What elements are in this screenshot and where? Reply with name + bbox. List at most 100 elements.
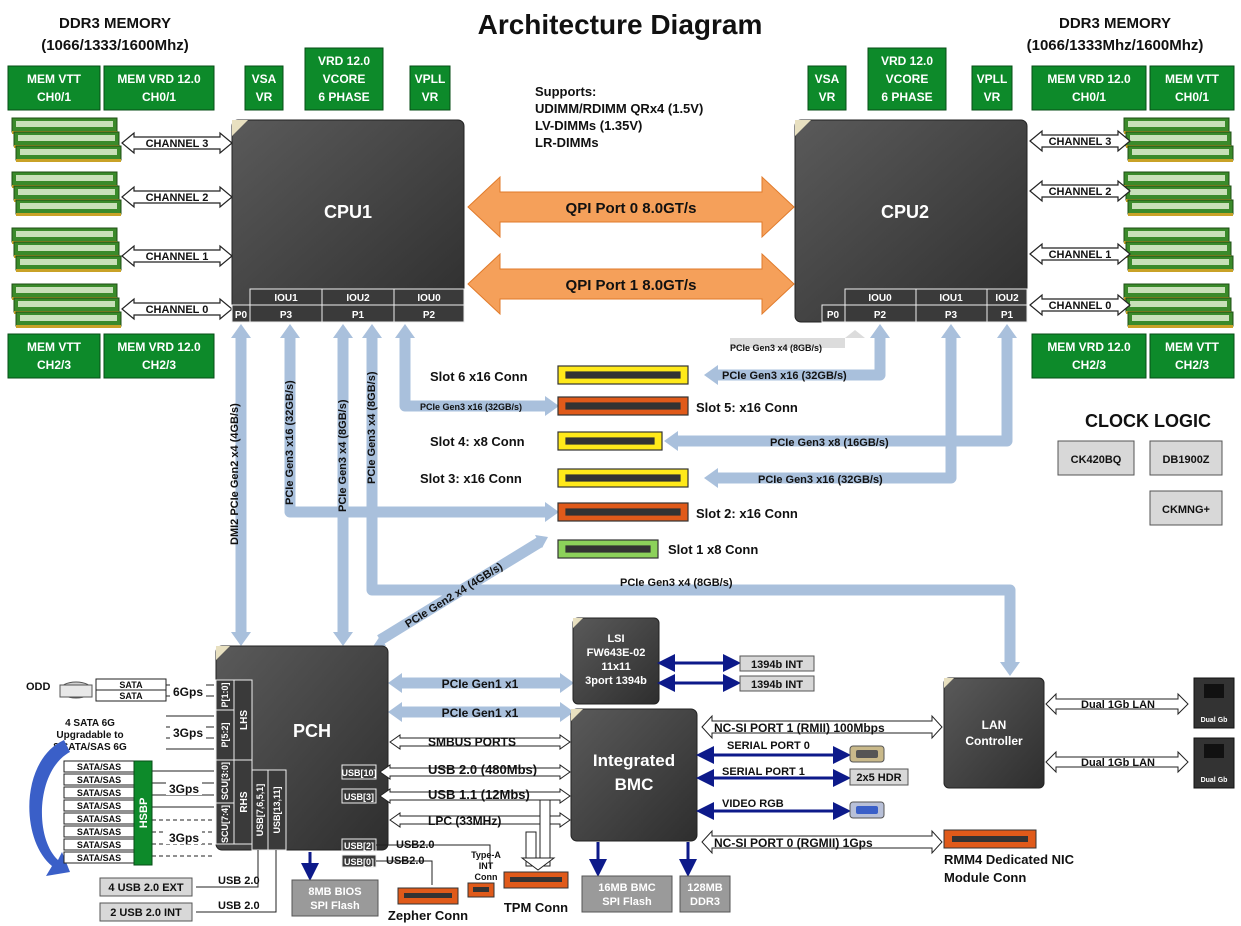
odd-label: ODD bbox=[26, 681, 51, 693]
clock-logic-title: CLOCK LOGIC bbox=[1085, 411, 1211, 431]
link-cpu2-slot4: PCIe Gen3 x8 (16GB/s) bbox=[770, 437, 889, 449]
usb-left-link-1: USB 2.0 bbox=[218, 875, 260, 887]
bmc-ddr-box bbox=[679, 875, 731, 913]
pch-lhs: LHS bbox=[239, 710, 250, 730]
type-a-line-3: Conn bbox=[475, 872, 498, 882]
type-a-line-1: Type-A bbox=[471, 850, 501, 860]
usb-int-box bbox=[99, 902, 193, 922]
channel-arrows-right bbox=[1029, 129, 1131, 317]
1394b-int-2-box bbox=[739, 675, 815, 692]
sas-3: SATA/SAS bbox=[77, 788, 121, 798]
mem-vrd-bottom-right: MEM VRD 12.0 bbox=[1047, 340, 1131, 354]
speed-3gps-2: 3Gps bbox=[169, 782, 199, 796]
bmc-line-2: BMC bbox=[615, 775, 654, 794]
lan-link-2: Dual 1Gb LAN bbox=[1081, 757, 1155, 769]
slot-5-label: Slot 5: x16 Conn bbox=[696, 400, 798, 415]
lsi-line-1: LSI bbox=[607, 633, 624, 645]
speed-3gps-2-bg bbox=[166, 781, 202, 795]
supports-line-4: LR-DIMMs bbox=[535, 135, 599, 150]
lpc-to-tpm bbox=[520, 799, 556, 871]
bus-usb2-b: USB2.0 bbox=[386, 855, 425, 867]
1394b-int-2: 1394b INT bbox=[751, 679, 803, 691]
sas-8: SATA/SAS bbox=[77, 853, 121, 863]
mem-vtt-top-right: MEM VTT bbox=[1165, 72, 1220, 86]
rj45-jacks bbox=[1193, 677, 1235, 789]
dimm-stack-left bbox=[11, 117, 122, 329]
ncsi0-label: NC-SI PORT 0 (RGMII) 1Gps bbox=[714, 836, 873, 850]
vcore-left-3: 6 PHASE bbox=[318, 90, 369, 104]
usb-left-lines bbox=[196, 850, 277, 913]
vpll-vr-left: VPLL bbox=[415, 72, 446, 86]
pch-usb-10: USB[10] bbox=[341, 768, 376, 778]
sata-port-2: SATA bbox=[119, 691, 143, 701]
cpu2-chip bbox=[794, 119, 1028, 323]
cpu1-p2: P2 bbox=[423, 310, 436, 321]
cpu2-p1: P1 bbox=[1001, 310, 1014, 321]
sas-1: SATA/SAS bbox=[77, 762, 121, 772]
serial-connector-icon bbox=[849, 745, 885, 763]
hsbp-board bbox=[133, 760, 153, 866]
rj45-jack-1: Dual Gb bbox=[1201, 717, 1228, 724]
cpu2-label: CPU2 bbox=[881, 202, 929, 222]
vpll-vr-left-2: VR bbox=[422, 90, 439, 104]
channel-2-left: CHANNEL 2 bbox=[146, 192, 209, 204]
bmc-flash-box bbox=[581, 875, 673, 913]
vcore-right-3: 6 PHASE bbox=[881, 90, 932, 104]
speed-3gps-1-bg bbox=[170, 725, 206, 739]
pch-usb-2: USB[2] bbox=[344, 841, 374, 851]
upgrade-line-3: 8 SATA/SAS 6G bbox=[53, 742, 127, 753]
pch-port-scu30: SCU[3:0] bbox=[220, 762, 230, 800]
bus-lpc: LPC (33MHz) bbox=[428, 814, 501, 828]
mem-vrd-bottom-left: MEM VRD 12.0 bbox=[117, 340, 201, 354]
sata-port-1: SATA bbox=[119, 680, 143, 690]
channel-0-right: CHANNEL 0 bbox=[1049, 300, 1112, 312]
pch-usb-0: USB[0] bbox=[344, 857, 374, 867]
channel-2-right: CHANNEL 2 bbox=[1049, 186, 1112, 198]
dimm-stack-right bbox=[1123, 117, 1234, 329]
link-cpu1-slot5: PCIe Gen3 x16 (32GB/s) bbox=[420, 402, 522, 412]
bus-usb20: USB 2.0 (480Mbs) bbox=[428, 762, 537, 777]
qpi-links bbox=[467, 175, 795, 316]
cpu2-iou1: IOU1 bbox=[939, 293, 963, 304]
link-pch-slot1: PCIe Gen2 x4 (4GB/s) bbox=[403, 561, 505, 631]
cpu2-iou2: IOU2 bbox=[995, 293, 1019, 304]
pch-label: PCH bbox=[293, 721, 331, 741]
mem-vrd-top-left: MEM VRD 12.0 bbox=[117, 72, 201, 86]
slot-6-label: Slot 6 x16 Conn bbox=[430, 369, 528, 384]
usb-ext-label: 4 USB 2.0 EXT bbox=[108, 882, 183, 894]
type-a-line-2: INT bbox=[479, 861, 494, 871]
bus-usb2-a: USB2.0 bbox=[396, 839, 435, 851]
bios-flash-2: SPI Flash bbox=[310, 900, 360, 912]
vcore-left-2: VCORE bbox=[323, 72, 366, 86]
mem-vrd-top-right-ch: CH0/1 bbox=[1072, 90, 1106, 104]
speed-3gps-3: 3Gps bbox=[169, 831, 199, 845]
pcie-links bbox=[235, 338, 1016, 718]
sas-7: SATA/SAS bbox=[77, 840, 121, 850]
pch-port-scu74: SCU[7:4] bbox=[220, 805, 230, 843]
link-cpu2-slot6: PCIe Gen3 x16 (32GB/s) bbox=[722, 370, 847, 382]
lan-line-2: Controller bbox=[965, 734, 1023, 748]
vr-boxes-left: MEM VTT CH0/1 MEM VRD 12.0 CH0/1 VSA VR … bbox=[7, 47, 451, 379]
link-cpu2-x4: PCIe Gen3 x4 (8GB/s) bbox=[730, 343, 822, 353]
cpu1-iou0: IOU0 bbox=[417, 293, 441, 304]
mem-vtt-top-left-ch: CH0/1 bbox=[37, 90, 71, 104]
zepher-label: Zepher Conn bbox=[388, 908, 468, 923]
mem-vrd-bottom-right-ch: CH2/3 bbox=[1072, 358, 1106, 372]
pch-usb-3: USB[3] bbox=[344, 792, 374, 802]
cpu1-p0: P0 bbox=[235, 310, 248, 321]
lan-line-1: LAN bbox=[982, 718, 1007, 732]
speed-3gps-3-bg bbox=[166, 830, 202, 844]
cpu1-chip bbox=[231, 119, 465, 323]
vsa-vr-right: VSA bbox=[815, 72, 840, 86]
lan-links bbox=[1045, 692, 1189, 774]
pch-buses bbox=[379, 734, 571, 828]
odd-drive-icon bbox=[59, 681, 93, 699]
lsi-line-2: FW643E-02 bbox=[587, 647, 646, 659]
vsa-vr-left: VSA bbox=[252, 72, 277, 86]
link-lan-x4: PCIe Gen3 x4 (8GB/s) bbox=[620, 577, 733, 589]
link-v-x16: PCIe Gen3 x16 (32GB/s) bbox=[284, 380, 296, 505]
sas-ports bbox=[63, 760, 135, 864]
cpu2-p0: P0 bbox=[827, 310, 840, 321]
vcore-right-2: VCORE bbox=[886, 72, 929, 86]
